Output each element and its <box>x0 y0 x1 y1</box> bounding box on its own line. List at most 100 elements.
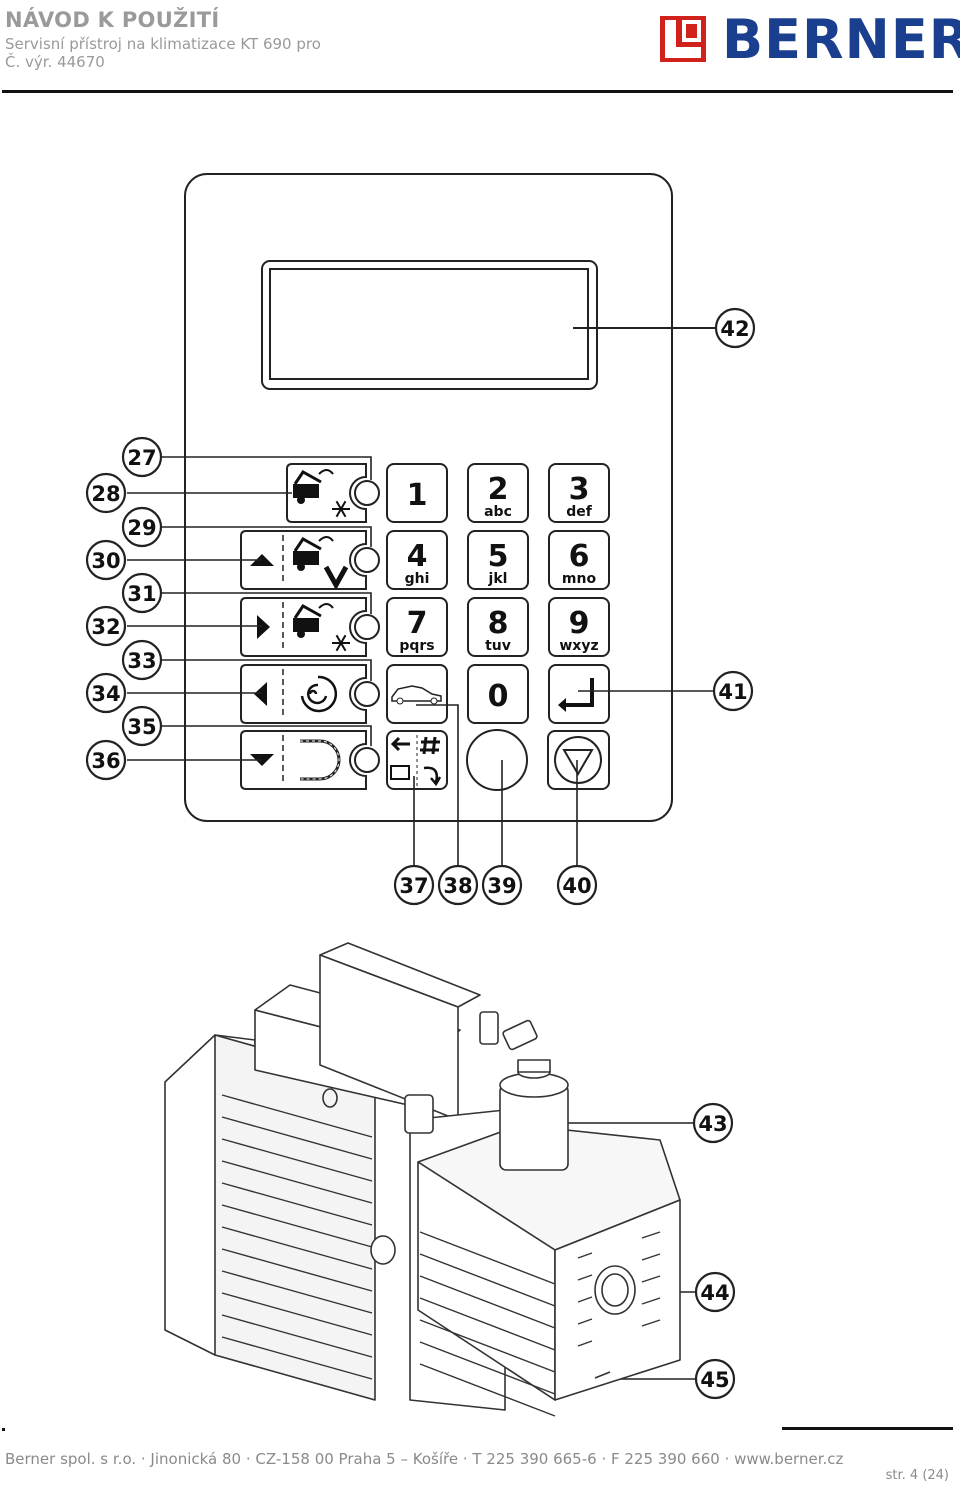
pump-fin <box>419 1231 556 1285</box>
callout-39: 39 <box>481 864 523 906</box>
callout-28: 28 <box>85 472 127 514</box>
svg-text:39: 39 <box>487 874 516 898</box>
pump-fin <box>419 1297 556 1351</box>
keypad-digit: 6 <box>569 539 590 574</box>
indicator-led <box>354 480 380 506</box>
charge-key[interactable] <box>240 597 380 657</box>
motor-fin <box>221 1226 373 1270</box>
svg-text:31: 31 <box>127 582 156 606</box>
page-number: str. 4 (24) <box>885 1468 949 1483</box>
side-slot <box>641 1319 661 1327</box>
blank-round-key[interactable] <box>466 729 528 791</box>
keypad-digit: 0 <box>488 679 509 714</box>
keypad-key-0[interactable]: 0 <box>467 664 529 724</box>
callout-29: 29 <box>121 506 163 548</box>
footer-divider <box>782 1427 953 1430</box>
product-code: Č. výr. 44670 <box>5 53 105 71</box>
keypad-letters: def <box>566 504 593 520</box>
stop-key[interactable] <box>547 730 610 790</box>
side-slot <box>577 1340 593 1347</box>
side-slot <box>577 1252 593 1259</box>
callout-40: 40 <box>556 864 598 906</box>
callout-35: 35 <box>121 705 163 747</box>
leader-line <box>162 456 372 480</box>
svg-text:33: 33 <box>127 649 156 673</box>
footer-company-line: Berner spol. s r.o. · Jinonická 80 · CZ-… <box>5 1450 844 1468</box>
pump-fin <box>419 1363 556 1417</box>
car-key[interactable] <box>386 664 448 724</box>
keypad-digit: 3 <box>569 472 590 507</box>
motor-fin <box>221 1160 373 1204</box>
berner-logo-mark <box>660 16 706 62</box>
special-function-key[interactable] <box>386 730 448 790</box>
indicator-led <box>354 747 380 773</box>
callout-45: 45 <box>694 1358 736 1400</box>
header-divider <box>2 90 953 93</box>
svg-text:37: 37 <box>399 874 428 898</box>
side-slot <box>577 1296 593 1303</box>
callout-33: 33 <box>121 639 163 681</box>
side-slot <box>641 1275 661 1283</box>
vacuum-pump-drawing <box>164 942 681 1411</box>
motor-fin <box>221 1292 373 1336</box>
callout-34: 34 <box>85 672 127 714</box>
keypad-letters: ghi <box>405 571 430 587</box>
keypad-letters: abc <box>484 504 512 520</box>
leader-line <box>162 725 372 746</box>
leader-line <box>162 526 372 547</box>
motor-fin <box>221 1182 373 1226</box>
keypad-digit: 7 <box>407 606 428 641</box>
svg-text:32: 32 <box>91 615 120 639</box>
panel-frame <box>184 173 673 822</box>
svg-text:40: 40 <box>562 874 591 898</box>
recovery-key[interactable] <box>286 463 380 523</box>
keypad-letters: mno <box>562 571 597 587</box>
pump-fin <box>419 1319 556 1373</box>
indicator-led <box>354 614 380 640</box>
motor-fin <box>221 1204 373 1248</box>
keypad-letters: pqrs <box>399 638 434 654</box>
motor-fin <box>221 1270 373 1314</box>
motor-fin <box>221 1094 373 1138</box>
pump-cooling-fins <box>221 1094 661 1417</box>
callout-42: 42 <box>714 307 756 349</box>
keypad-letters: wxyz <box>559 638 598 654</box>
indicator-led <box>354 681 380 707</box>
keypad-digit: 5 <box>488 539 509 574</box>
motor-fin <box>221 1336 373 1380</box>
pump-fin <box>419 1341 556 1395</box>
keypad-digit: 9 <box>569 606 590 641</box>
motor-fin <box>221 1248 373 1292</box>
keypad-letters: jkl <box>488 571 508 587</box>
enter-key[interactable] <box>548 664 610 724</box>
svg-text:42: 42 <box>720 317 749 341</box>
berner-logo: BERNER <box>660 10 960 70</box>
svg-text:45: 45 <box>700 1368 729 1392</box>
keypad-letters: tuv <box>485 638 511 654</box>
motor-fin <box>221 1116 373 1160</box>
keypad-key-1[interactable]: 1 <box>386 463 448 523</box>
display-window <box>261 260 598 390</box>
callout-44: 44 <box>694 1271 736 1313</box>
oil-key[interactable] <box>240 664 380 724</box>
keypad-digit: 2 <box>488 472 509 507</box>
flush-key[interactable] <box>240 730 380 790</box>
motor-fin <box>221 1314 373 1358</box>
leader-line <box>416 704 459 870</box>
svg-text:43: 43 <box>698 1112 727 1136</box>
control-panel-drawing <box>184 173 715 822</box>
callout-27: 27 <box>121 436 163 478</box>
pump-fin <box>419 1253 556 1307</box>
callout-38: 38 <box>437 864 479 906</box>
side-slot <box>577 1274 593 1281</box>
svg-text:35: 35 <box>127 715 156 739</box>
